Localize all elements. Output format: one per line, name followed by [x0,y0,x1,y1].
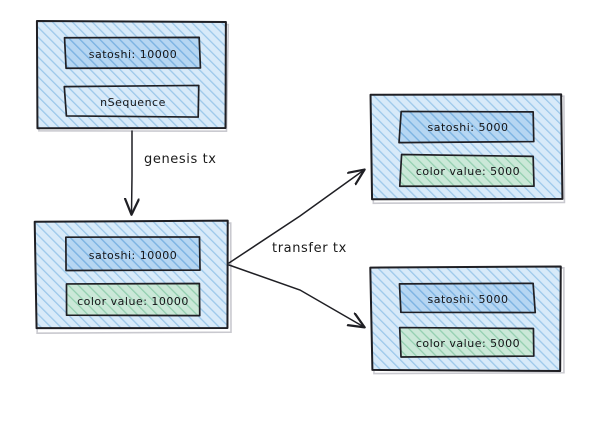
field-label: satoshi: 10000 [89,48,177,61]
edge-transfer-tx-top [228,170,364,264]
field-box [398,110,535,144]
field-satoshi-5000-top[interactable]: satoshi: 5000 [398,110,535,144]
field-color-value-5000-bottom[interactable]: color value: 5000 [398,326,535,358]
edge-transfer-tx-bottom [228,264,364,327]
field-box [65,236,201,272]
field-nsequence[interactable]: nSequence [63,84,200,118]
field-satoshi-10000-a[interactable]: satoshi: 10000 [63,36,202,70]
field-label: color value: 5000 [416,165,520,178]
field-color-value-5000-top[interactable]: color value: 5000 [398,153,535,188]
edges-layer [132,130,365,327]
field-box [63,36,202,70]
edge-transfer-tx-top-label: transfer tx [272,241,347,256]
field-box [398,153,535,188]
box-transfer-output-bottom[interactable]: satoshi: 5000 color value: 5000 [369,265,565,375]
field-label: satoshi: 5000 [428,121,509,134]
field-box [398,282,537,314]
edge-genesis-tx-label: genesis tx [144,152,217,167]
nodes-layer: satoshi: 10000 nSequence satoshi: 10000 col… [33,20,566,375]
field-box [65,282,201,317]
box-genesis-input[interactable]: satoshi: 10000 nSequence [35,20,230,132]
field-satoshi-10000-b[interactable]: satoshi: 10000 [65,236,201,272]
field-label: color value: 5000 [416,337,520,350]
edge-genesis-tx [132,130,133,214]
box-genesis-output[interactable]: satoshi: 10000 color value: 10000 [33,219,232,335]
field-box [63,84,200,118]
field-label: satoshi: 5000 [428,293,509,306]
field-color-value-10000[interactable]: color value: 10000 [65,282,201,317]
field-satoshi-5000-bottom[interactable]: satoshi: 5000 [398,282,537,314]
field-box [398,326,535,358]
field-label: nSequence [100,96,166,109]
field-label: color value: 10000 [77,295,189,308]
box-transfer-output-top[interactable]: satoshi: 5000 color value: 5000 [369,93,566,205]
field-label: satoshi: 10000 [89,249,177,262]
